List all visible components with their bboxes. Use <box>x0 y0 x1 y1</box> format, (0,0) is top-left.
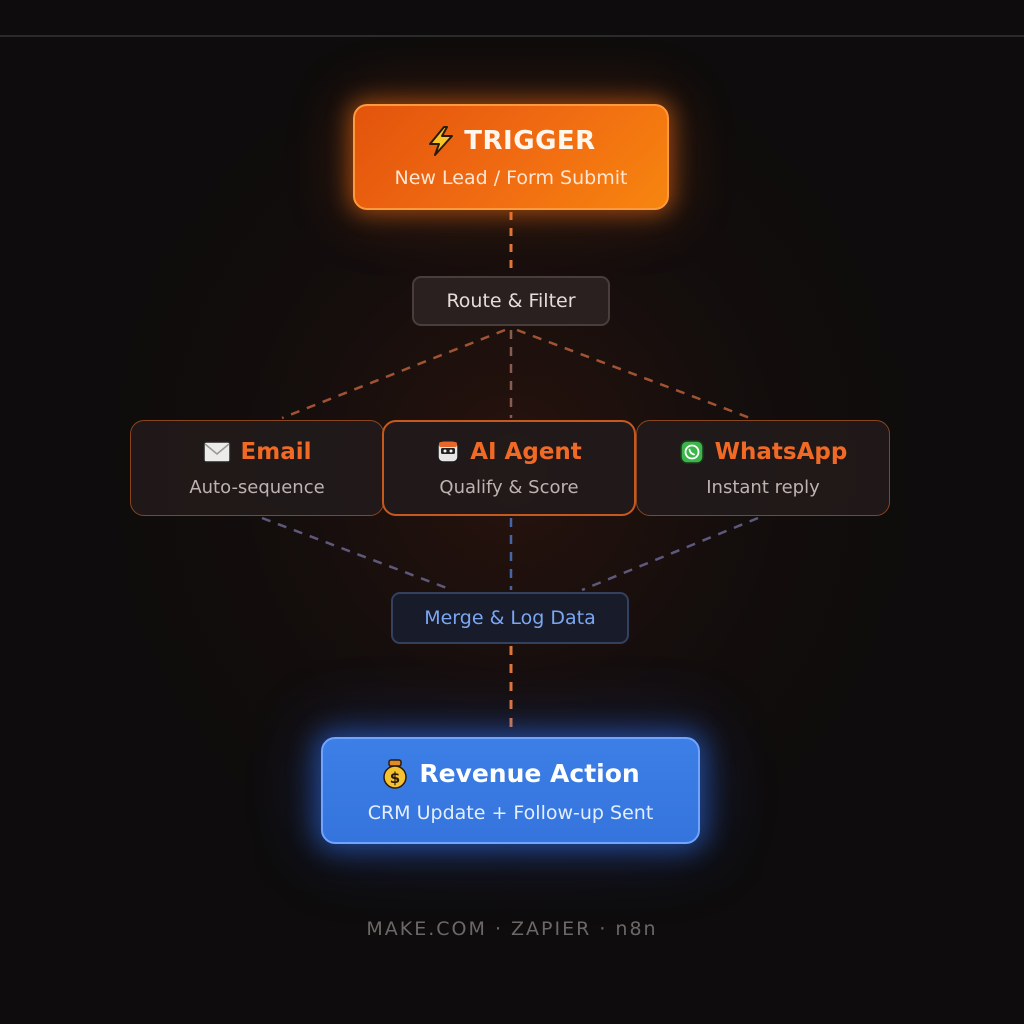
ai-agent-node[interactable]: AI Agent Qualify & Score <box>382 420 636 516</box>
email-title-row: Email <box>202 438 312 465</box>
platforms-footer: MAKE.COM · ZAPIER · n8n <box>366 918 658 940</box>
ai-agent-title-row: AI Agent <box>436 439 582 465</box>
connector-route-whatsapp <box>516 328 751 420</box>
revenue-title-row: $ Revenue Action <box>381 758 640 790</box>
top-divider <box>0 35 1024 37</box>
whatsapp-node[interactable]: WhatsApp Instant reply <box>636 420 890 516</box>
email-node[interactable]: Email Auto-sequence <box>130 420 384 516</box>
trigger-node[interactable]: TRIGGER New Lead / Form Submit <box>353 104 669 210</box>
ai-agent-subtitle: Qualify & Score <box>439 476 579 498</box>
lightning-bolt-icon <box>426 125 456 157</box>
revenue-action-node[interactable]: $ Revenue Action CRM Update + Follow-up … <box>321 737 700 844</box>
route-filter-node[interactable]: Route & Filter <box>412 276 610 326</box>
email-subtitle: Auto-sequence <box>189 476 325 498</box>
trigger-title-row: TRIGGER <box>426 125 595 157</box>
revenue-title: Revenue Action <box>419 759 640 788</box>
svg-text:$: $ <box>390 769 400 787</box>
whatsapp-title-row: WhatsApp <box>679 438 848 465</box>
ai-agent-title: AI Agent <box>470 438 582 465</box>
revenue-subtitle: CRM Update + Follow-up Sent <box>367 801 654 824</box>
money-bag-icon: $ <box>381 758 409 790</box>
connector-whatsapp-merge <box>581 516 759 592</box>
connector-email-merge <box>261 516 453 592</box>
connector-route-email <box>281 328 506 420</box>
robot-icon <box>436 439 460 465</box>
merge-log-node[interactable]: Merge & Log Data <box>391 592 629 644</box>
envelope-icon <box>202 440 231 463</box>
trigger-subtitle: New Lead / Form Submit <box>394 167 628 189</box>
trigger-title: TRIGGER <box>464 126 596 156</box>
whatsapp-subtitle: Instant reply <box>706 476 820 498</box>
whatsapp-icon <box>679 439 705 465</box>
merge-log-label: Merge & Log Data <box>424 607 596 629</box>
route-filter-label: Route & Filter <box>446 290 576 312</box>
email-title: Email <box>240 438 312 465</box>
whatsapp-title: WhatsApp <box>714 438 848 465</box>
